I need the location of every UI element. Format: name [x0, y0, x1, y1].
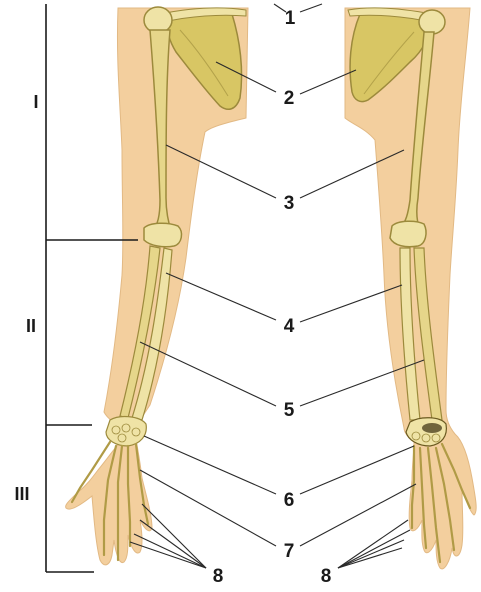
section-label-shoulder: I [33, 92, 38, 112]
callout-7: 7 [284, 541, 295, 562]
section-label-forearm: II [26, 316, 36, 336]
section-label-hand: III [14, 484, 29, 504]
callout-4: 4 [284, 316, 295, 337]
right-carpals [406, 418, 446, 446]
callout-8-left: 8 [213, 566, 224, 587]
callout-1: 1 [285, 8, 296, 29]
left-carpals [106, 417, 146, 446]
callout-2: 2 [284, 88, 295, 109]
callout-6: 6 [284, 490, 295, 511]
callout-3: 3 [284, 193, 295, 214]
callout-5: 5 [284, 400, 295, 421]
callout-8-right: 8 [321, 566, 332, 587]
